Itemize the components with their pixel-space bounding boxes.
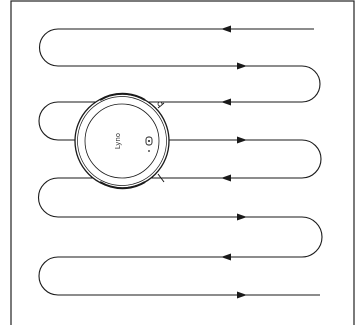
diagram-border (11, 1, 354, 325)
arrow-right-icon (237, 292, 247, 299)
arrow-left-icon (221, 26, 231, 33)
robot-vacuum-icon: Lyno (75, 94, 169, 188)
brand-logo: Lyno (114, 133, 122, 149)
arrow-left-icon (221, 99, 231, 106)
arrow-left-icon (221, 175, 231, 182)
arrow-right-icon (237, 63, 247, 70)
arrow-right-icon (237, 214, 247, 221)
arrow-right-icon (237, 137, 247, 144)
arrow-left-icon (221, 254, 231, 261)
